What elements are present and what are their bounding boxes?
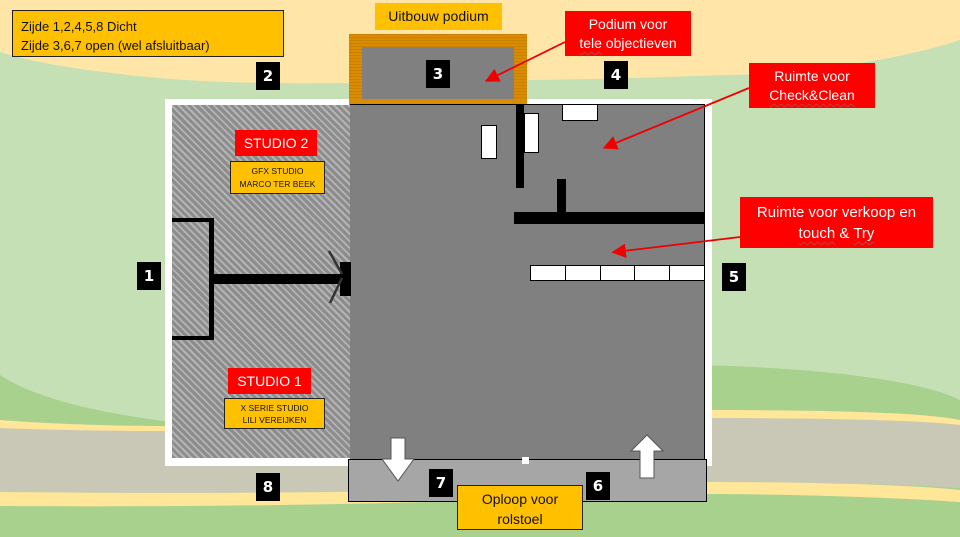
studio-1-title: STUDIO 1 (228, 368, 311, 394)
check-clean-word: Check&Clean (769, 87, 855, 103)
side-marker-6: 6 (586, 472, 610, 500)
oploop-label: Oploop voor rolstoel (457, 485, 583, 530)
studio-2-subtitle-line2: MARCO TER BEEK (239, 179, 316, 189)
verkoop-callout: Ruimte voor verkoop en touch & Try (740, 197, 933, 248)
check-clean-callout: Ruimte voor Check&Clean (749, 63, 875, 108)
verkoop-word: Try (853, 225, 875, 242)
table-left[interactable] (481, 125, 497, 159)
podium-tele-line2: tele objectieven (565, 34, 691, 53)
side-marker-8: 8 (256, 473, 280, 501)
legend-note: Zijde 1,2,4,5,8 Dicht Zijde 3,6,7 open (… (12, 10, 284, 57)
table-top[interactable] (562, 104, 598, 121)
verkoop-word: touch (798, 225, 836, 242)
studio-1-subtitle-line2: LILI VEREIJKEN (242, 415, 307, 425)
studio-1-subtitle-line1: X SERIE STUDIO (240, 403, 309, 413)
uitbouw-podium-label: Uitbouw podium (375, 3, 502, 30)
legend-note-line1: Zijde 1,2,4,5,8 Dicht (21, 19, 137, 34)
studio-2-subtitle-line1: GFX STUDIO (251, 166, 304, 176)
ramp-marker (522, 457, 529, 464)
counter-segment (566, 266, 601, 280)
studio-1-subtitle: X SERIE STUDIO LILI VEREIJKEN (224, 398, 325, 429)
podium-connector (349, 99, 527, 105)
side-marker-7: 7 (429, 469, 453, 497)
arrow-down-icon (381, 437, 415, 482)
main-hall-floor[interactable] (350, 104, 705, 459)
podium-tele-callout: Podium voor tele objectieven (565, 11, 691, 56)
oploop-label-line2: rolstoel (497, 511, 543, 527)
verkoop-line2: touch & Try (740, 223, 933, 244)
studio-2-subtitle: GFX STUDIO MARCO TER BEEK (230, 161, 325, 194)
legend-note-line2: Zijde 3,6,7 open (wel afsluitbaar) (21, 38, 210, 53)
arrow-up-icon (629, 434, 665, 479)
check-clean-wall-vertical (516, 104, 524, 188)
studio-wall-middle (209, 274, 344, 284)
counter-segment (601, 266, 636, 280)
studio-wall-bottom (172, 336, 214, 340)
check-clean-wall-stub (557, 179, 566, 213)
display-counter[interactable] (530, 265, 705, 281)
oploop-label-line1: Oploop voor (481, 491, 559, 507)
studio-wall-end (340, 262, 351, 296)
counter-segment (531, 266, 566, 280)
studio-door-icon (327, 250, 344, 304)
counter-segment (670, 266, 704, 280)
counter-segment (635, 266, 671, 280)
side-marker-2: 2 (256, 62, 280, 90)
podium-tele-word: tele (579, 35, 602, 51)
check-clean-line1: Ruimte voor (774, 68, 850, 84)
verkoop-word: & (835, 225, 854, 242)
side-marker-5: 5 (722, 263, 746, 291)
studio-2-title: STUDIO 2 (235, 130, 317, 156)
side-marker-3: 3 (426, 60, 450, 88)
check-clean-line2: Check&Clean (749, 86, 875, 105)
sales-divider-wall (514, 212, 705, 224)
side-marker-1: 1 (137, 262, 161, 290)
studio-wall-top (172, 218, 214, 222)
side-marker-4: 4 (604, 61, 628, 89)
verkoop-line1: Ruimte voor verkoop en (756, 204, 917, 221)
podium-tele-line1: Podium voor (588, 16, 668, 32)
table-by-wall[interactable] (524, 113, 539, 153)
podium-tele-word: objectieven (601, 35, 677, 51)
